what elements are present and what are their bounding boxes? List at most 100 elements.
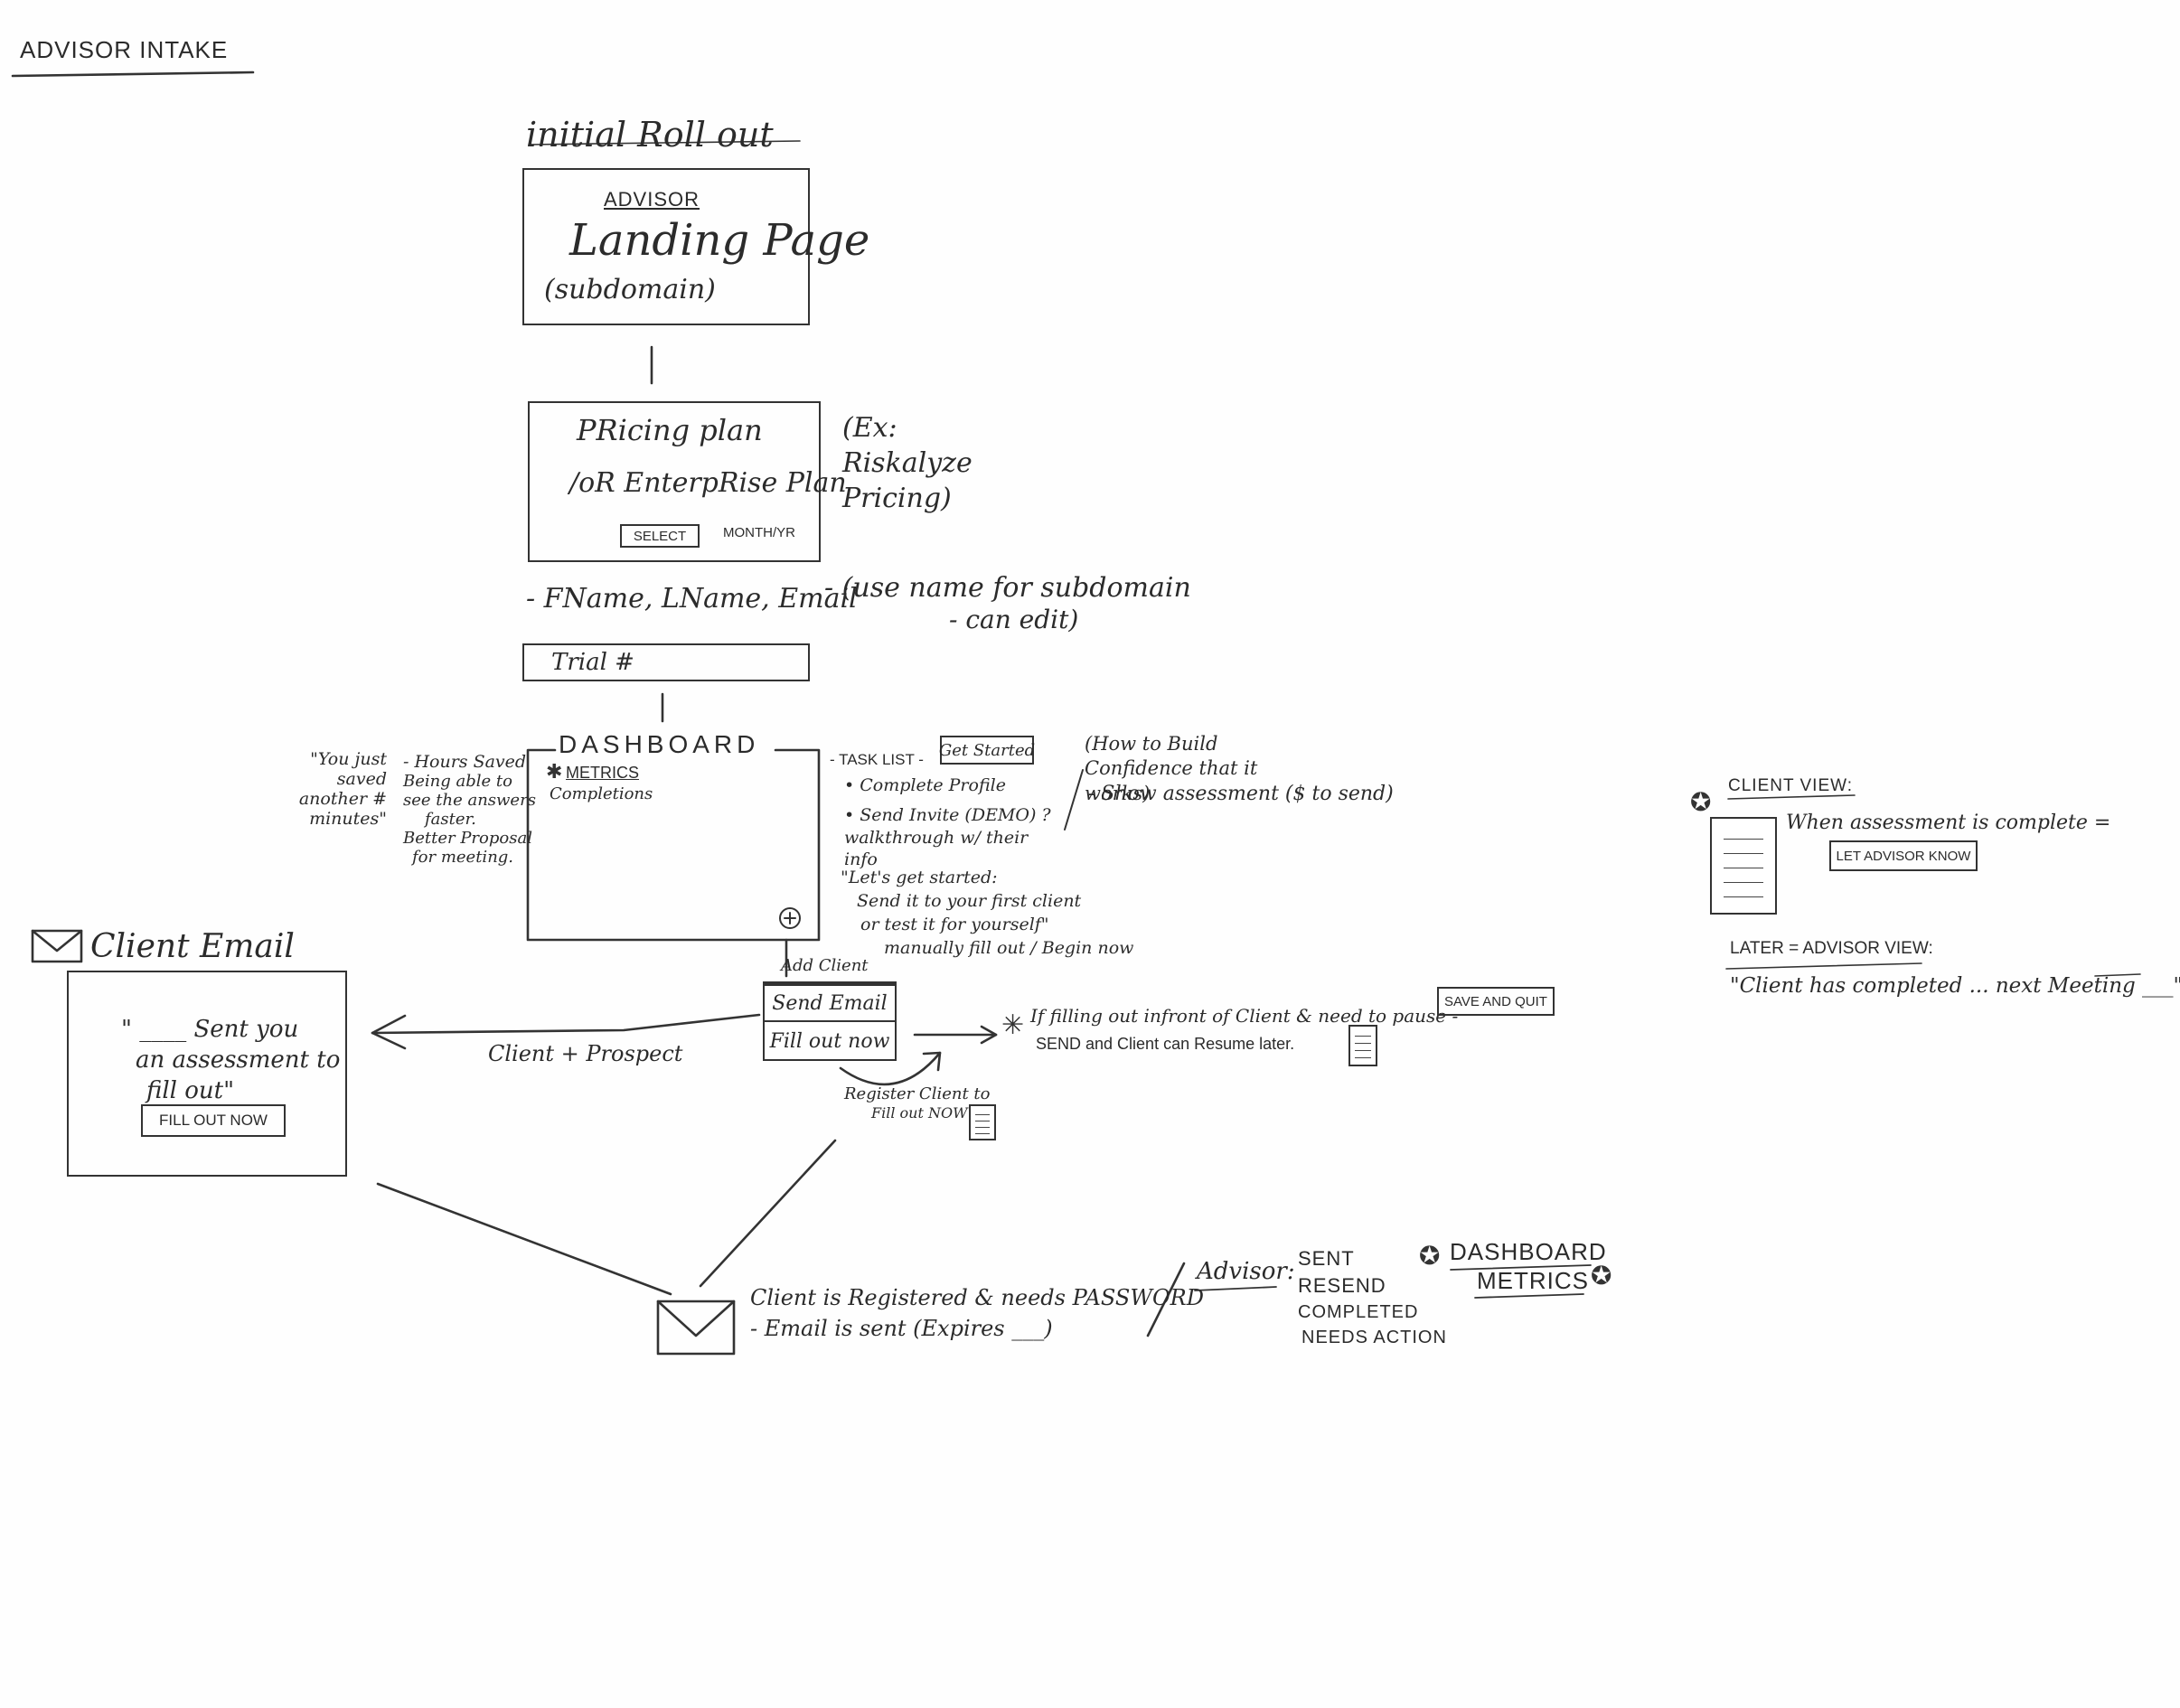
landing-heading-small: ADVISOR — [604, 188, 700, 211]
registered-envelope-icon — [656, 1300, 736, 1356]
add-client-menu: Send Email Fill out now — [763, 981, 897, 1061]
line-register-to-registered — [699, 1139, 837, 1288]
registered-line1: Client is Registered & needs PASSWORD — [750, 1285, 1204, 1310]
signup-note-line2: - can edit) — [949, 605, 1079, 634]
register-document-icon — [969, 1104, 996, 1140]
pricing-note: (Ex: Riskalyze Pricing) — [842, 410, 1023, 516]
fill-out-note-line1: If filling out infront of Client & need … — [1030, 1005, 1459, 1027]
confidence-note-text: (How to Build Confidence that it works) — [1085, 733, 1258, 804]
dashboard-metrics-star-icon-2: ✪ — [1591, 1261, 1612, 1290]
lets-get-started-line: manually fill out / Begin now — [884, 938, 1134, 958]
later-underline — [1725, 962, 1922, 970]
advisor-label: Advisor: — [1197, 1258, 1295, 1285]
client-email-fill-out-button[interactable]: FILL OUT NOW — [141, 1104, 286, 1137]
trial-input[interactable]: Trial # — [522, 643, 810, 681]
hours-saved-line: - Hours Saved — [403, 752, 527, 772]
dashboard-quote: "You just saved another # minutes" — [268, 749, 387, 829]
pricing-plan-box: PRicing plan /oR EnterpRise Plan SELECT … — [528, 401, 847, 562]
signup-note-line1: - (use name for subdomain — [824, 572, 1191, 604]
register-client-line1: Register Client to — [844, 1084, 991, 1103]
tasklist-divider — [1064, 769, 1084, 831]
metrics-underline-2 — [1474, 1293, 1584, 1299]
register-client-line2: Fill out NOW — [871, 1104, 968, 1121]
get-started-button[interactable]: Get Started — [939, 736, 1035, 765]
trial-label: Trial # — [551, 649, 634, 676]
dashboard-title: DASHBOARD — [559, 730, 760, 758]
later-title: LATER = ADVISOR VIEW: — [1730, 939, 1933, 958]
metrics-underline-1 — [1450, 1264, 1592, 1271]
metrics-star-icon: ✱ — [546, 761, 563, 784]
fill-out-note-line2: SEND and Client can Resume later. — [1036, 1035, 1295, 1053]
hours-saved-line: Better Proposal — [403, 829, 532, 848]
pricing-select-button[interactable]: SELECT — [620, 524, 700, 548]
client-view-star-icon: ✪ — [1690, 787, 1712, 817]
save-and-quit-button[interactable]: SAVE AND QUIT — [1437, 987, 1555, 1016]
fill-out-now-button[interactable]: Fill out now — [769, 1029, 890, 1053]
lets-get-started-block: "Let's get started: Send it to your firs… — [841, 869, 1133, 963]
hours-saved-list: - Hours Saved Being able to see the answ… — [403, 752, 536, 868]
registered-line2: - Email is sent (Expires ___) — [750, 1316, 1053, 1341]
hours-saved-line: for meeting. — [412, 848, 514, 867]
task-item: • Complete Profile — [844, 775, 1006, 795]
rollout-title: initial Roll out — [526, 115, 774, 155]
rollout-underline — [528, 140, 801, 145]
advisor-status-item: RESEND — [1298, 1274, 1386, 1297]
line-email-to-registered — [376, 1182, 672, 1296]
dashboard-metrics-line1: DASHBOARD — [1450, 1238, 1607, 1265]
send-email-button[interactable]: Send Email — [765, 986, 895, 1022]
hours-saved-line: faster. — [425, 810, 476, 829]
pricing-line1: PRicing plan — [577, 413, 763, 447]
arrow-to-client-email — [371, 1013, 761, 1035]
page-title: ADVISOR INTAKE — [20, 36, 229, 63]
task-item: • Send Invite (DEMO) ? walkthrough w/ th… — [844, 804, 1054, 871]
dashboard-metrics-line2: METRICS — [1477, 1267, 1589, 1294]
pricing-line2: /oR EnterpRise Plan — [569, 467, 847, 499]
dashboard-metrics-label: METRICS — [566, 764, 639, 782]
advisor-status-item: SENT — [1298, 1247, 1355, 1270]
client-view-document-icon — [1710, 817, 1777, 915]
let-advisor-know-button[interactable]: LET ADVISOR KNOW — [1829, 840, 1978, 871]
landing-heading-large: Landing Page — [569, 215, 870, 266]
advisor-divider — [1146, 1262, 1186, 1337]
add-client-plus-icon — [779, 907, 801, 929]
task-item-text: • Send Invite (DEMO) ? walkthrough w/ th… — [844, 805, 1051, 870]
advisor-underline — [1194, 1286, 1277, 1291]
client-email-body-line: fill out" — [146, 1077, 235, 1104]
lets-get-started-line: Send it to your first client — [857, 891, 1082, 911]
fill-out-note-star-icon: ✳ — [1001, 1009, 1025, 1041]
dashboard-quote-text: "You just saved another # minutes" — [298, 749, 387, 829]
hours-saved-line: see the answers — [403, 791, 536, 810]
client-view-underline — [1727, 794, 1856, 800]
client-email-box: " ____ Sent you an assessment to fill ou… — [67, 971, 347, 1177]
landing-page-box: ADVISOR Landing Page (subdomain) — [522, 168, 869, 325]
later-quote-line — [2094, 973, 2141, 977]
landing-subtitle: (subdomain) — [544, 274, 716, 305]
advisor-status-item: NEEDS ACTION — [1301, 1328, 1447, 1347]
hours-saved-line: Being able to — [403, 772, 512, 791]
show-assessment-note: - Show assessment ($ to send) — [1088, 783, 1394, 805]
task-list-label: - TASK LIST - — [830, 751, 924, 768]
advisor-status-item: COMPLETED — [1298, 1302, 1419, 1322]
arrowhead-client-email — [371, 1014, 407, 1050]
client-email-body-line: an assessment to — [136, 1046, 341, 1074]
client-prospect-label: Client + Prospect — [488, 1041, 683, 1066]
client-view-condition: When assessment is complete = — [1786, 812, 2111, 834]
arrow-register-curve — [839, 1051, 942, 1086]
client-email-title: Client Email — [90, 928, 295, 965]
lets-get-started-line: or test it for yourself" — [860, 915, 1049, 934]
dashboard-metrics-star-icon: ✪ — [1419, 1241, 1441, 1271]
lets-get-started-line: "Let's get started: — [841, 868, 998, 887]
dashboard-box-border — [526, 748, 821, 942]
later-quote: "Client has completed ... next Meeting _… — [1730, 974, 2180, 998]
arrowhead-fill-out-right — [980, 1025, 998, 1045]
title-underline — [11, 70, 255, 78]
client-email-envelope-icon — [31, 929, 83, 963]
confidence-note: (How to Build Confidence that it works) — [1085, 732, 1301, 806]
resume-document-icon — [1348, 1025, 1377, 1066]
client-email-body-line: " ____ Sent you — [121, 1016, 299, 1043]
arrowhead-register-curve — [922, 1051, 942, 1072]
dashboard-completions-label: Completions — [550, 784, 653, 803]
add-client-label: Add Client — [781, 956, 869, 975]
pricing-note-text: (Ex: Riskalyze Pricing) — [842, 412, 973, 514]
